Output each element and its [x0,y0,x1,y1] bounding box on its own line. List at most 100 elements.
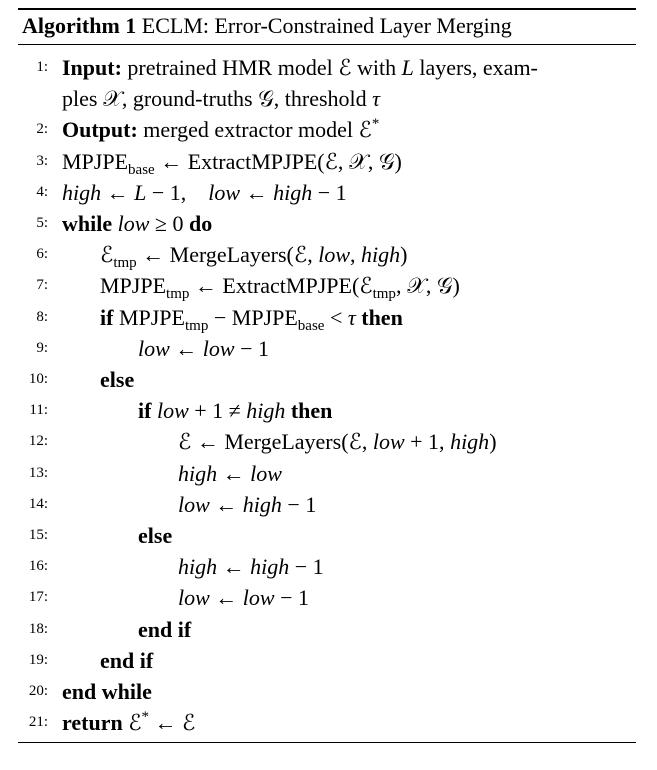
code-token: tmp [372,286,396,303]
code-token: − 1 [281,491,317,517]
code-token: , 𝒳, 𝒢) [395,273,460,299]
code-token: * [371,116,380,133]
code-token: layers, exam- [413,55,538,80]
code-token: low [318,242,350,268]
code-token: low [156,398,189,424]
line-code: else [138,520,172,551]
line-code: else [100,364,134,395]
line-code: high ← low [178,458,282,489]
line-code: if low + 1 ≠ high then [138,395,332,426]
line-code: low ← low − 1 [138,333,269,364]
code-token: high [450,429,490,455]
code-token: MPJPE [62,148,129,174]
line-code: MPJPEtmp ← ExtractMPJPE(ℰtmp, 𝒳, 𝒢) [100,270,460,303]
code-token: ← MergeLayers(ℰ, [136,242,319,268]
code-token: merged extractor model ℰ [137,117,372,143]
line-number: 1: [36,59,48,75]
line-number: 11: [29,402,48,419]
code-token: then [355,304,403,330]
code-token: Output: [62,117,138,143]
line-code: ℰtmp ← MergeLayers(ℰ, low, high) [100,239,408,271]
code-token: − 1 [289,554,324,580]
bottom-rule [18,742,636,743]
code-token: ℰ [128,710,142,736]
line-number: 14: [28,495,48,512]
line-code: end if [100,645,153,676]
line-code: while low ≥ 0 do [62,208,212,239]
code-token: if [100,304,119,330]
code-token: L [401,55,414,80]
code-token: ← [169,335,203,361]
algorithm-label: Algorithm 1 [22,13,137,38]
code-token: low [208,179,241,205]
code-token: ) [489,429,497,455]
code-token: τ [347,304,356,330]
code-token: ← [209,491,243,517]
code-token: then [285,398,333,424]
code-token: low [178,491,210,517]
line-code: low ← high − 1 [178,489,316,520]
code-token: * [141,709,150,726]
code-token: , [350,242,361,268]
line-code: MPJPEbase ← ExtractMPJPE(ℰ, 𝒳, 𝒢) [62,146,402,178]
code-token: end if [100,647,154,673]
line-number: 9: [36,339,48,356]
line-number: 20: [28,683,48,699]
code-token: − 1 [312,179,347,205]
algorithm-title: ECLM: Error-Constrained Layer Merging [136,13,512,38]
code-token: ples 𝒳, ground-truths 𝒢, threshold [62,86,373,112]
code-token: tmp [166,286,190,303]
code-token: − 1, [146,179,209,205]
code-token: ℰ ← MergeLayers(ℰ, [178,429,373,455]
code-token: − 1 [274,585,310,611]
line-code: if MPJPEtmp − MPJPEbase < τ then [100,302,403,334]
code-token: MPJPE [118,304,185,330]
top-rule [18,8,636,10]
line-number: 12: [28,433,48,450]
line-code: ℰ ← MergeLayers(ℰ, low + 1, high) [178,426,497,457]
code-token: high [62,179,102,205]
code-token: low [242,585,275,611]
line-code: high ← L − 1, low ← high − 1 [62,177,347,208]
code-token: ) [400,242,408,268]
line-number: 4: [36,183,48,200]
code-token: ← [240,179,274,205]
line-code: return ℰ* ← ℰ [62,707,195,738]
code-token: L [134,179,147,205]
code-token: while [62,211,118,236]
code-token: end while [62,679,152,704]
code-token: base [297,317,325,334]
code-token: high [250,554,290,580]
code-token: − MPJPE [208,304,298,330]
line-number: 13: [28,464,48,481]
line-number: 17: [28,589,48,606]
code-token: low [372,429,405,455]
code-token: pretrained HMR model ℰ with [121,55,402,80]
code-token: + 1 ≠ [188,398,247,424]
line-number: 7: [36,277,48,294]
code-token: ← [101,179,135,205]
code-token: ≥ 0 [149,211,189,236]
code-token: end if [138,616,192,642]
code-token: high [273,179,313,205]
code-token: low [178,585,210,611]
line-code: end while [62,676,152,707]
line-number: 16: [28,558,48,575]
line-number: 3: [36,152,48,169]
code-token: low [138,335,170,361]
code-token: low [117,211,150,236]
code-token: low [202,335,235,361]
code-token: Input: [62,55,122,80]
code-token: ← ExtractMPJPE(ℰ, 𝒳, 𝒢) [154,148,402,174]
code-token: return [62,710,129,736]
line-code: low ← low − 1 [178,582,309,613]
code-token: if [138,398,157,424]
caption-rule [18,44,636,45]
line-code: high ← high − 1 [178,551,324,582]
line-code: Input: pretrained HMR model ℰ with L lay… [62,52,538,83]
code-token: τ [372,86,381,112]
line-code: end if [138,614,191,645]
code-token: ℰ [100,242,114,268]
code-token: < [324,304,348,330]
code-token: high [242,491,282,517]
